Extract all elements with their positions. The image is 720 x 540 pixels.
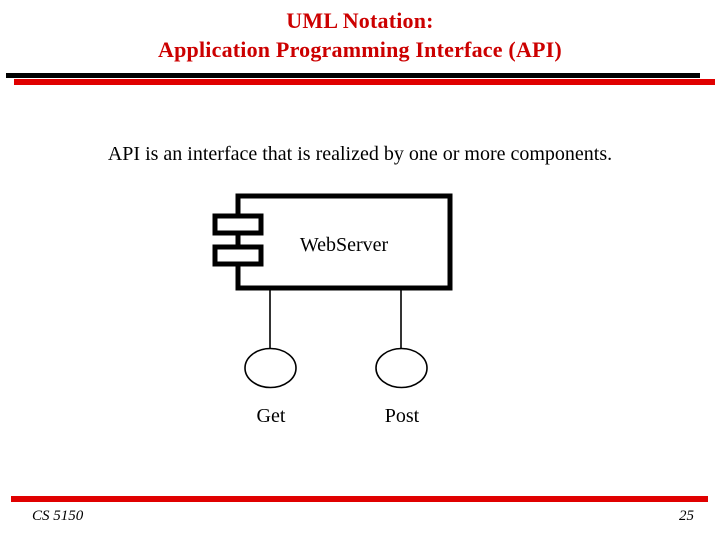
interface-ball-post: [375, 347, 428, 389]
interface-label-get: Get: [256, 405, 286, 427]
footer-course-label: CS 5150: [32, 508, 84, 524]
title-line-1: UML Notation:: [286, 8, 434, 33]
footer-page-number: 25: [679, 508, 694, 524]
component-tab-upper: [212, 213, 264, 236]
component-label: WebServer: [299, 234, 389, 256]
title-divider-red: [14, 79, 715, 85]
body-text: API is an interface that is realized by …: [107, 143, 613, 165]
page-title: UML Notation: Application Programming In…: [0, 6, 720, 64]
title-divider-black: [6, 73, 700, 78]
footer-divider: [11, 496, 708, 502]
interface-ball-get: [244, 347, 297, 389]
title-line-2: Application Programming Interface (API): [158, 37, 562, 62]
interface-label-post: Post: [384, 405, 420, 427]
